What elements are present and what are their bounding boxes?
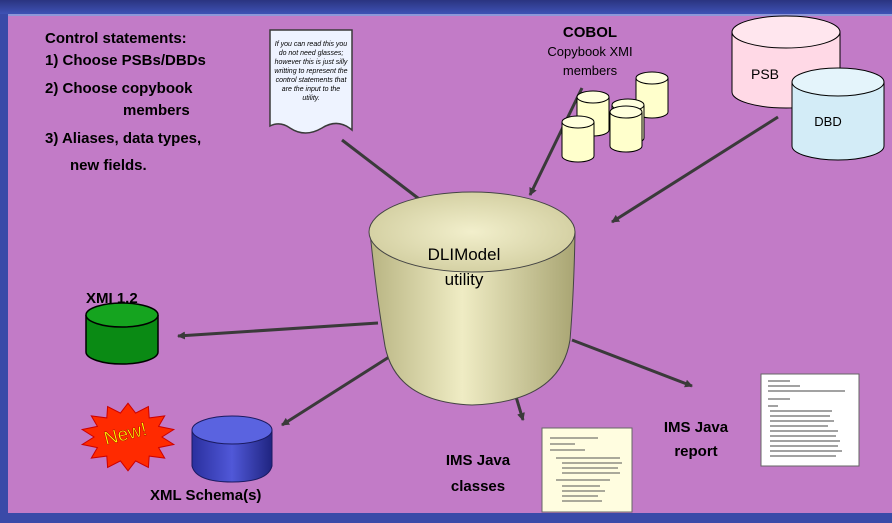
dbd-cylinder — [791, 67, 885, 161]
control-statement-item-1: 1) Choose PSBs/DBDs — [45, 52, 206, 69]
psb-label: PSB — [750, 66, 779, 82]
arrow-copybook-to-utility — [528, 87, 584, 196]
cobol-title: COBOL — [562, 24, 618, 41]
copybook-cylinders — [561, 71, 669, 163]
cobol-subtitle-line1: Copybook XMI — [547, 44, 633, 59]
java-classes-label-line2: classes — [450, 478, 506, 495]
xml-schema-label: XML Schema(s) — [150, 487, 262, 504]
java-classes-document — [541, 427, 633, 513]
copybook-cylinder — [561, 115, 595, 163]
flow-arrows — [177, 87, 779, 427]
cobol-subtitle-line2: members — [562, 63, 618, 78]
java-report-document — [760, 373, 860, 467]
control-statement-item-3: 3) Aliases, data types, — [45, 130, 202, 147]
arrow-utility-to-report — [571, 338, 693, 388]
arrow-doc-to-utility — [341, 138, 428, 207]
dlimodel-utility-cylinder — [368, 191, 576, 406]
top-frame-highlight — [0, 14, 892, 16]
control-statements-title: Control statements: — [45, 30, 187, 47]
dbd-label: DBD — [814, 114, 842, 129]
top-frame-bar — [0, 0, 892, 14]
arrow-utility-to-xmi — [177, 321, 379, 340]
xmi-cylinder — [85, 302, 159, 365]
xml-schema-cylinder — [191, 415, 273, 483]
control-statement-item-2: 2) Choose copybook — [45, 80, 193, 97]
java-report-label-line1: IMS Java — [663, 419, 729, 436]
xmi-label: XMI 1.2 — [86, 290, 138, 307]
arrow-utility-to-schema — [281, 343, 409, 427]
left-frame-bar — [0, 14, 8, 523]
classes-doc-lines — [550, 437, 622, 502]
new-badge-burst — [80, 402, 176, 472]
report-doc-lines — [768, 380, 845, 457]
java-classes-label-line1: IMS Java — [445, 452, 511, 469]
control-statements-document — [269, 29, 353, 134]
copybook-cylinder — [609, 105, 643, 153]
control-doc-text: If you can read this you do not need gla… — [274, 41, 348, 102]
burst-shape — [80, 402, 176, 472]
bottom-frame-bar — [0, 513, 892, 523]
java-report-label-line2: report — [674, 443, 718, 460]
utility-label-line1: DLIModel — [427, 245, 501, 264]
utility-label-line2: utility — [444, 270, 484, 289]
control-statement-item-2-cont: members — [123, 102, 190, 119]
arrow-dbd-to-utility — [611, 115, 779, 224]
control-statement-item-3-cont: new fields. — [70, 157, 147, 174]
